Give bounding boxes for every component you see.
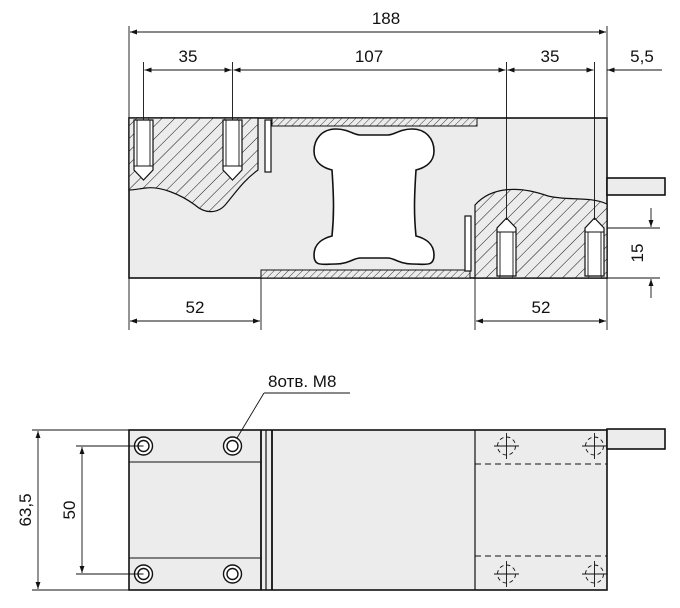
side-view-cable bbox=[606, 177, 666, 196]
hidden-hole-bottom-right-1 bbox=[494, 561, 519, 587]
bottom-strain-strip bbox=[260, 269, 471, 279]
hidden-hole-bottom-right-2 bbox=[582, 561, 607, 587]
label-right-spacing: 35 bbox=[541, 47, 560, 66]
label-center-span: 107 bbox=[355, 47, 383, 66]
top-view-body bbox=[128, 429, 608, 591]
top-view: 8отв. М8 63,5 50 bbox=[16, 372, 666, 591]
left-slot bbox=[264, 119, 272, 173]
label-block-right: 52 bbox=[532, 298, 551, 317]
side-view: 188 35 107 35 5,5 52 52 15 bbox=[128, 9, 666, 330]
label-overall-width: 63,5 bbox=[16, 493, 35, 526]
top-view-cable bbox=[606, 428, 666, 450]
mounting-hole-bottom-left-2 bbox=[222, 564, 243, 584]
label-block-left: 52 bbox=[186, 298, 205, 317]
holes-callout-leader bbox=[236, 392, 265, 439]
label-hole-row-spacing: 50 bbox=[60, 501, 79, 520]
bending-beam-cutout bbox=[313, 128, 435, 266]
hidden-hole-top-right-1 bbox=[494, 433, 519, 459]
right-slot bbox=[464, 215, 472, 272]
mounting-hole-top-left-2 bbox=[222, 436, 243, 456]
label-left-spacing: 35 bbox=[179, 47, 198, 66]
holes-callout-label: 8отв. М8 bbox=[268, 372, 336, 391]
hidden-hole-top-right-2 bbox=[582, 433, 607, 459]
label-thread-depth: 15 bbox=[628, 244, 647, 263]
top-strain-strip bbox=[271, 117, 478, 127]
label-cable-offset: 5,5 bbox=[630, 47, 654, 66]
label-overall-length: 188 bbox=[372, 9, 400, 28]
